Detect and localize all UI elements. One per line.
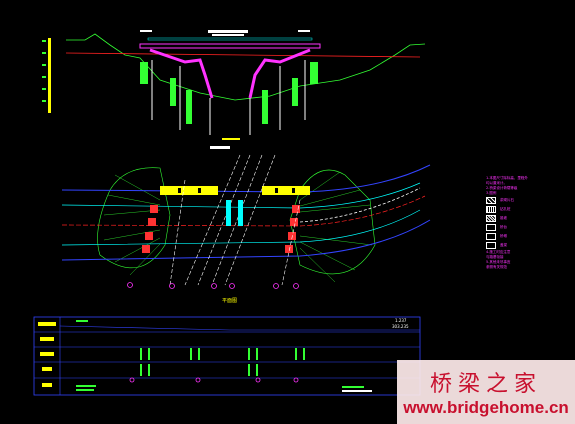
table-annotations xyxy=(76,320,372,392)
box-icon xyxy=(486,224,496,231)
legend-item: 锥坡 xyxy=(486,214,558,223)
table-profile-line xyxy=(59,325,420,331)
table-row-lines xyxy=(34,317,420,395)
legend-note-2: 均以厘米计。 xyxy=(486,181,507,185)
legend-item-label: 桥台 xyxy=(500,225,507,229)
white-curve xyxy=(299,187,421,223)
legend-item: 浆砌片石 xyxy=(486,196,558,205)
legend-item: 桥台 xyxy=(486,223,558,232)
cross-hatch-icon xyxy=(486,215,496,222)
plan-label-top xyxy=(210,146,230,149)
table-station-markers xyxy=(129,377,299,383)
elevation-view xyxy=(42,30,426,140)
terrain-profile-line xyxy=(66,33,426,101)
lane-line-2 xyxy=(61,209,421,246)
legend-note-7: 5.其他未尽事宜 xyxy=(486,260,511,264)
elevation-labels xyxy=(140,30,310,140)
scale-ticks xyxy=(42,40,46,102)
legend-note-3: 2.桥梁设计荷载等级 xyxy=(486,186,518,190)
legend-item-label: 锥坡 xyxy=(500,216,507,220)
left-slope-hatch xyxy=(97,167,171,269)
box-icon xyxy=(486,233,496,240)
right-abutment xyxy=(248,48,311,99)
design-grade-line xyxy=(65,52,421,58)
hatch-icon xyxy=(486,197,496,204)
plan-pier-piles xyxy=(142,205,300,253)
right-slope-hatch-lines xyxy=(299,171,373,283)
road-edge-bottom xyxy=(61,219,431,261)
legend-item-label: 钻孔桩 xyxy=(500,207,511,211)
pile-circles xyxy=(127,282,299,289)
watermark: 桥梁之家 www.bridgehome.cn xyxy=(397,360,575,424)
table-value-top: 1.237 xyxy=(395,318,407,323)
watermark-url: www.bridgehome.cn xyxy=(403,398,569,417)
legend-note-4: 3.图例 xyxy=(486,191,497,195)
road-edge-top xyxy=(61,164,431,193)
skew-axis-lines xyxy=(169,154,301,286)
profile-table: 1.237 303.235 xyxy=(33,316,421,396)
watermark-chinese-title: 桥梁之家 xyxy=(429,372,542,397)
legend-note-1: 1.本图尺寸除标高、里程外 xyxy=(486,176,528,180)
deck-dimension-line xyxy=(147,37,313,41)
bridge-span-left xyxy=(160,186,218,195)
bridge-span-right xyxy=(262,186,310,195)
legend-panel: 1.本图尺寸除标高、里程外 均以厘米计。 2.桥梁设计荷载等级 3.图例 浆砌片… xyxy=(486,176,558,366)
right-slope-hatch xyxy=(289,169,376,275)
plan-view: 平面图 xyxy=(61,146,431,304)
span-markers xyxy=(178,188,295,193)
lane-line-1 xyxy=(61,182,421,209)
legend-item: 钻孔桩 xyxy=(486,205,558,214)
grid-icon xyxy=(486,206,496,213)
legend-item: 盖梁 xyxy=(486,241,558,250)
legend-note-5: 4.施工时应注意 xyxy=(486,250,511,254)
plan-pier-columns xyxy=(226,200,243,226)
table-row-label-cells xyxy=(38,322,56,387)
legend-item: 桥墩 xyxy=(486,232,558,241)
road-centerline xyxy=(61,195,426,227)
box-icon xyxy=(486,242,496,249)
pier-columns xyxy=(151,60,306,135)
left-abutment xyxy=(149,48,214,99)
legend-item-label: 桥墩 xyxy=(500,234,507,238)
plan-title: 平面图 xyxy=(222,298,237,304)
table-value-elevation: 303.235 xyxy=(392,324,409,329)
legend-item-label: 盖梁 xyxy=(500,243,507,247)
legend-note-6: 与路基衔接 xyxy=(486,255,504,259)
table-vertical-values xyxy=(140,348,305,376)
bridge-deck xyxy=(139,43,321,49)
elevation-scale-bar xyxy=(48,38,51,113)
legend-item-label: 浆砌片石 xyxy=(500,198,514,202)
pile-annotations xyxy=(140,62,318,124)
table-border xyxy=(33,316,421,396)
legend-note-8: 参照有关规范 xyxy=(486,265,507,269)
